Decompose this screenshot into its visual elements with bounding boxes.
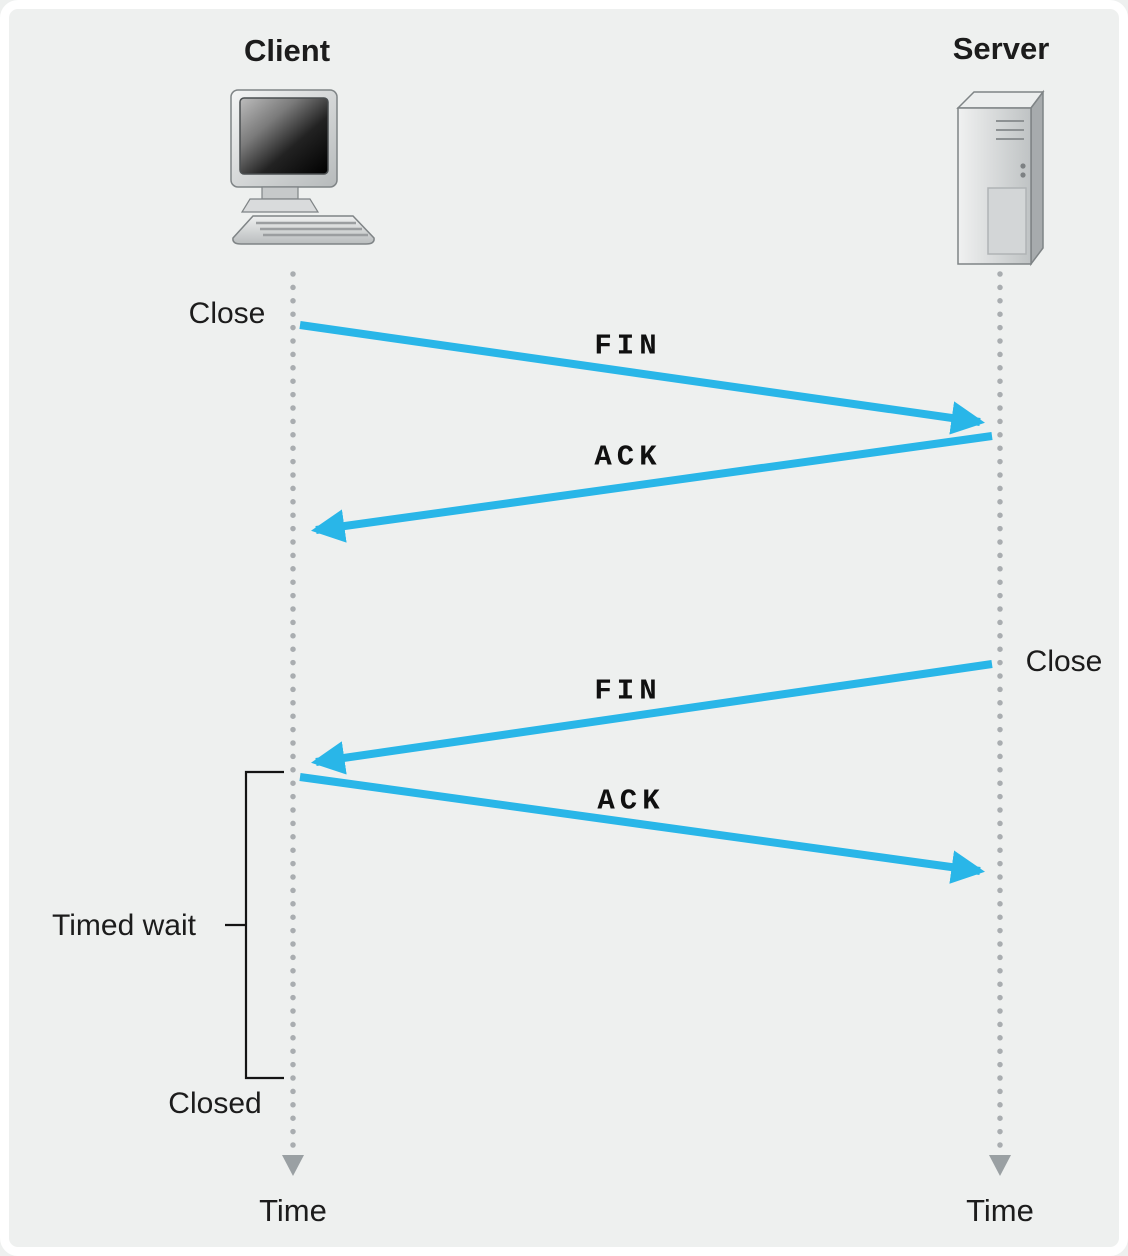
client-close-label: Close	[188, 297, 266, 330]
timed-wait-label: Timed wait	[52, 909, 196, 942]
client-computer-icon	[230, 89, 375, 245]
server-close-label: Close	[1025, 645, 1103, 678]
message-label-fin-1: FIN	[594, 329, 662, 363]
arrow-ack-client-to-server	[299, 773, 985, 884]
server-title: Server	[952, 31, 1050, 66]
message-label-ack-2: ACK	[597, 784, 665, 818]
timed-wait-bracket	[244, 770, 284, 1080]
client-time-label: Time	[259, 1193, 327, 1228]
message-label-fin-2: FIN	[594, 674, 662, 708]
arrow-fin-server-to-client	[311, 660, 993, 775]
client-title: Client	[243, 33, 331, 68]
message-label-ack-1: ACK	[594, 440, 662, 474]
server-time-arrowhead-icon	[989, 1155, 1011, 1176]
client-time-arrowhead-icon	[282, 1155, 304, 1176]
arrow-ack-server-to-client	[311, 432, 993, 543]
server-time-label: Time	[966, 1193, 1034, 1228]
closed-label: Closed	[168, 1087, 262, 1120]
server-computer-icon	[956, 89, 1045, 267]
arrow-fin-client-to-server	[299, 321, 985, 435]
